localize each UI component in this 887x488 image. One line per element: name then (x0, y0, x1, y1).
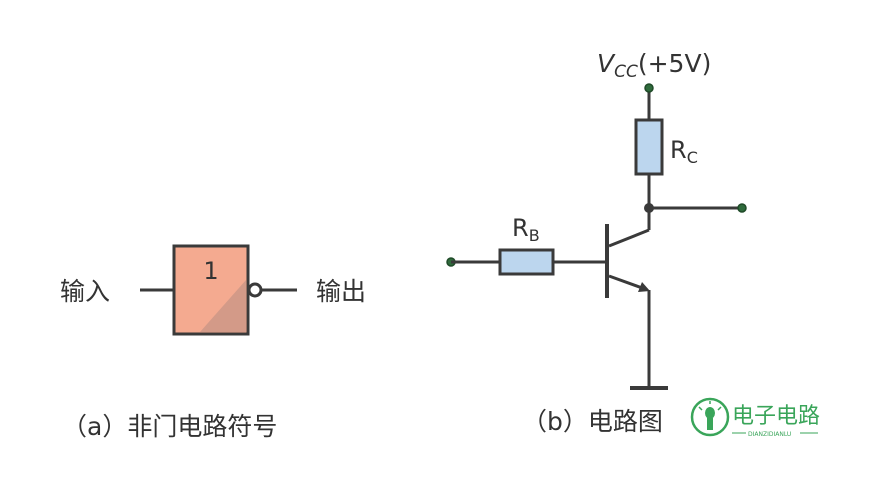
rb-label-sub: B (529, 226, 540, 245)
rb-label-main: R (512, 214, 529, 242)
rc-resistor (634, 118, 664, 176)
logo-subtitle: DIANZIDIANLU (748, 431, 791, 438)
brand-logo: 电子电路 DIANZIDIANLU (690, 397, 820, 438)
logo-ray-left (698, 406, 703, 411)
emitter-arrow (638, 282, 650, 292)
gate-caption: （a）非门电路符号 (62, 412, 277, 441)
logo-ray-right (717, 406, 722, 411)
collector-lead (608, 228, 650, 248)
vcc-label-sub: CC (614, 62, 638, 82)
gate-symbol-label: 1 (203, 257, 218, 285)
gate-output-label: 输出 (316, 277, 366, 306)
not-gate-symbol: 1 (140, 244, 297, 336)
rc-label-main: R (670, 136, 687, 164)
circuit-caption: （b）电路图 (522, 407, 663, 436)
vcc-label: VCC(+5V) (597, 49, 711, 82)
gate-input-label: 输入 (60, 277, 110, 306)
gate-body-shade (200, 280, 246, 332)
logo-title: 电子电路 (732, 404, 820, 429)
vcc-label-main: V (597, 49, 616, 78)
emitter-lead (608, 274, 646, 291)
rb-label: RB (512, 214, 540, 245)
output-terminal (737, 203, 747, 213)
logo-bulb-base (707, 418, 713, 430)
vcc-label-suffix: (+5V) (638, 49, 711, 78)
vcc-terminal (644, 83, 654, 93)
transistor-circuit: VCC(+5V) RC RB (446, 49, 747, 390)
gate-inversion-bubble (247, 282, 263, 298)
rc-label-sub: C (687, 148, 698, 167)
logo-bulb-glass (705, 407, 715, 419)
rc-label: RC (670, 136, 698, 167)
rb-resistor (498, 248, 555, 276)
